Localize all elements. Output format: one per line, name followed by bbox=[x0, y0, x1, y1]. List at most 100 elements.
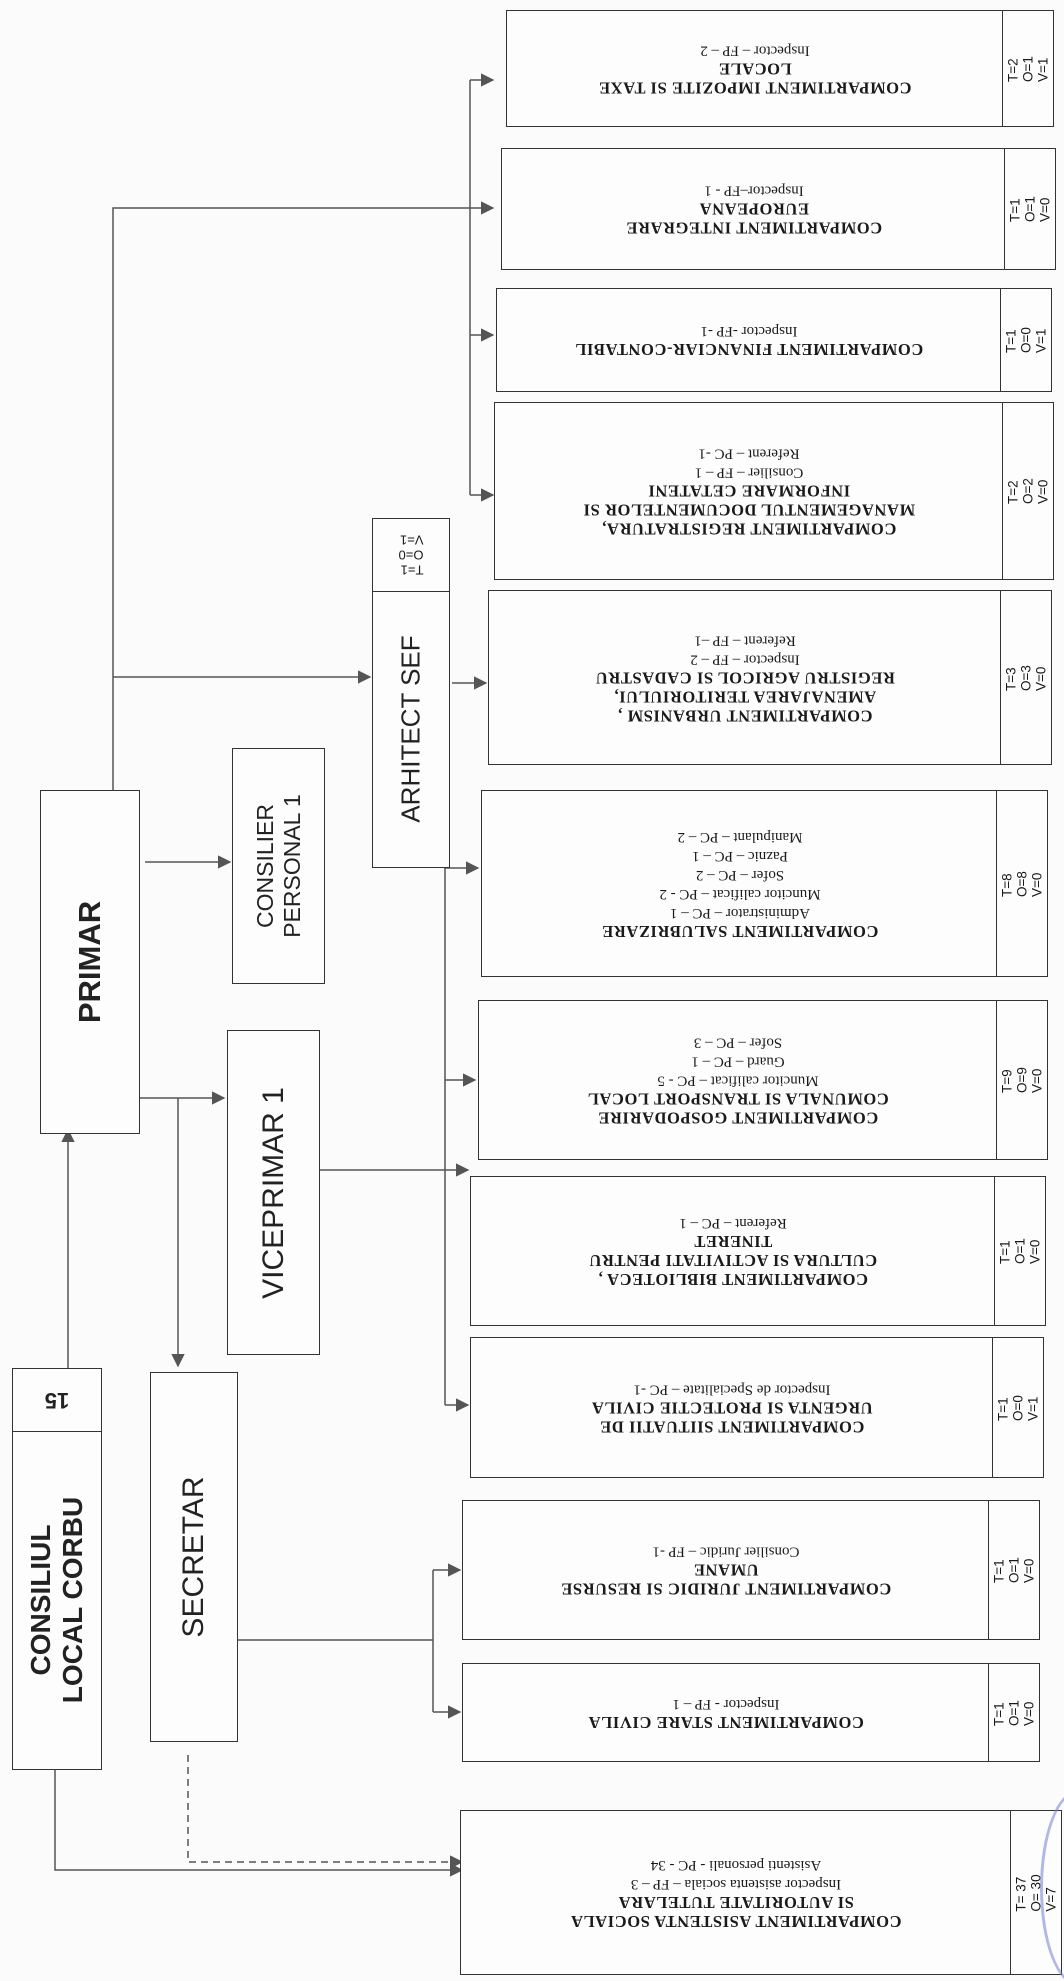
compartment-title: MANAGEMENTUL DOCUMENTELOR SI bbox=[582, 500, 916, 520]
stat-value: V=0 bbox=[1029, 1068, 1045, 1093]
stat-value: T=2 bbox=[1005, 480, 1021, 504]
stat-value: T=2 bbox=[1005, 57, 1021, 82]
compartment-title: COMUNALA SI TRANSPORT LOCAL bbox=[587, 1089, 889, 1109]
stat-value: V=0 bbox=[1035, 479, 1051, 504]
stat-value: V=0 bbox=[1033, 666, 1049, 691]
compartment-title: UMANE bbox=[693, 1560, 759, 1580]
consilier-personal-box: CONSILIER PERSONAL 1 bbox=[232, 748, 325, 984]
compartment-title: TINERET bbox=[693, 1232, 773, 1251]
stat-value: O=1 bbox=[1022, 196, 1038, 222]
stat-value: O=1 bbox=[1020, 55, 1036, 82]
stat-value: V=0 bbox=[1029, 872, 1045, 897]
stat-value: V=0 bbox=[1037, 197, 1053, 222]
secretar-title: SECRETAR bbox=[177, 1476, 210, 1638]
staff-position: Muncitor calificat – PC - 5 bbox=[657, 1072, 819, 1089]
compartment-title: AMENAJAREA TERITORIULUI, bbox=[613, 687, 877, 706]
stat-value: T=9 bbox=[999, 1069, 1015, 1093]
compartment-title: LOCALE bbox=[718, 59, 792, 78]
stat-value: O=2 bbox=[1020, 478, 1036, 504]
staff-position: Manipulant – PC – 2 bbox=[677, 828, 803, 845]
staff-position: Inspector asistenta sociala – FP – 3 bbox=[630, 1875, 842, 1892]
consilier-personal-title: CONSILIER PERSONAL 1 bbox=[251, 794, 305, 938]
compartment-title: URGENTA SI PROTECTIE CIVILA bbox=[591, 1398, 873, 1417]
staff-position: Muncitor calificat – PC - 2 bbox=[658, 885, 821, 902]
compartment-title: INFORMARE CETATENI bbox=[647, 481, 851, 501]
staff-position: Consilier Juridic – FP -1 bbox=[652, 1543, 800, 1560]
stat-value: O=3 bbox=[1018, 664, 1034, 691]
compartment-title: CULTURA SI ACTIVITATI PENTRU bbox=[588, 1251, 878, 1270]
arhitect-sef-title: ARHITECT SEF bbox=[395, 635, 426, 823]
council-count: 15 bbox=[44, 1388, 70, 1413]
compartment-title: COMPARTIMENT REGISTRATURA, bbox=[601, 519, 897, 539]
stat-value: V=0 bbox=[1021, 1558, 1037, 1583]
compartment-title: COMPARTIMENT SIITUATII DE bbox=[599, 1417, 865, 1436]
council-count-cell: 15 bbox=[13, 1369, 101, 1432]
compartment-title: COMPARTIMENT STARE CIVILA bbox=[588, 1712, 864, 1732]
compartment-title: COMPARTIMENT GOSPODARIRE bbox=[597, 1108, 879, 1128]
stat-value: T=1 bbox=[995, 1396, 1011, 1421]
stat-value: O=1 bbox=[1006, 1699, 1022, 1726]
compartment-title: COMPARTIMENT IMPOZITE SI TAXE bbox=[598, 78, 912, 97]
arhitect-stats: T=1 O=0 V=1 bbox=[373, 519, 449, 592]
secretar-box: SECRETAR bbox=[150, 1372, 238, 1742]
compartment-title: EUROPEANA bbox=[698, 199, 809, 219]
compartment-title: COMPARTIMENT BIBLIOTECA , bbox=[597, 1270, 869, 1289]
compartment-title: COMPARTIMENT JURIDIC SI RESURSE bbox=[560, 1579, 892, 1599]
stat-value: V=1 bbox=[1033, 328, 1049, 353]
arhitect-sef-box: T=1 O=0 V=1 ARHITECT SEF bbox=[372, 518, 450, 868]
staff-position: Inspector de Specialitate – PC -1 bbox=[633, 1381, 831, 1397]
stat-value: T=1 bbox=[997, 1240, 1013, 1264]
stat-value: T=8 bbox=[999, 872, 1015, 897]
stat-value: T=1 bbox=[991, 1701, 1007, 1726]
staff-position: Administrator – PC – 1 bbox=[669, 904, 810, 921]
staff-position: Referent – PC -1 bbox=[698, 445, 800, 462]
stat-value: V=0 bbox=[1027, 1239, 1043, 1264]
stat-value: O=9 bbox=[1014, 1067, 1030, 1093]
stat-value: T=1 bbox=[991, 1559, 1007, 1583]
staff-position: Inspector – FP – 2 bbox=[690, 651, 800, 667]
primar-title: PRIMAR bbox=[72, 900, 107, 1024]
stat-value: T=1 bbox=[1007, 198, 1023, 222]
staff-position: Sofer – PC – 2 bbox=[695, 866, 784, 883]
stat-value: T=3 bbox=[1003, 666, 1019, 691]
staff-position: Referent – FP –1 bbox=[694, 632, 796, 648]
staff-position: Guard – PC – 1 bbox=[691, 1053, 785, 1070]
staff-position: Consilier – FP – 1 bbox=[694, 464, 804, 481]
staff-position: Inspector - FP – 1 bbox=[672, 1695, 780, 1712]
compartment-title: COMPARTIMENT URBANISM , bbox=[617, 706, 873, 725]
viceprimar-title: VICEPRIMAR 1 bbox=[256, 1086, 290, 1299]
stat-value: V=1 bbox=[1025, 1396, 1041, 1421]
council-title: CONSILIUL LOCAL CORBU bbox=[25, 1496, 88, 1704]
stat-value: O=1 bbox=[1012, 1238, 1028, 1264]
stat-value: O=0 bbox=[1010, 1394, 1026, 1421]
stat-value: V=0 bbox=[1021, 1701, 1037, 1726]
stat-value: O=1 bbox=[1006, 1557, 1022, 1583]
compartment-title: SI AUTORITATE TUTELARA bbox=[618, 1892, 854, 1912]
compartment-title: COMPARTIMENT FINANCIAR-CONTABIL bbox=[574, 340, 924, 359]
stat-value: O=8 bbox=[1014, 870, 1030, 897]
staff-position: Inspector -FP -1 bbox=[700, 323, 798, 339]
